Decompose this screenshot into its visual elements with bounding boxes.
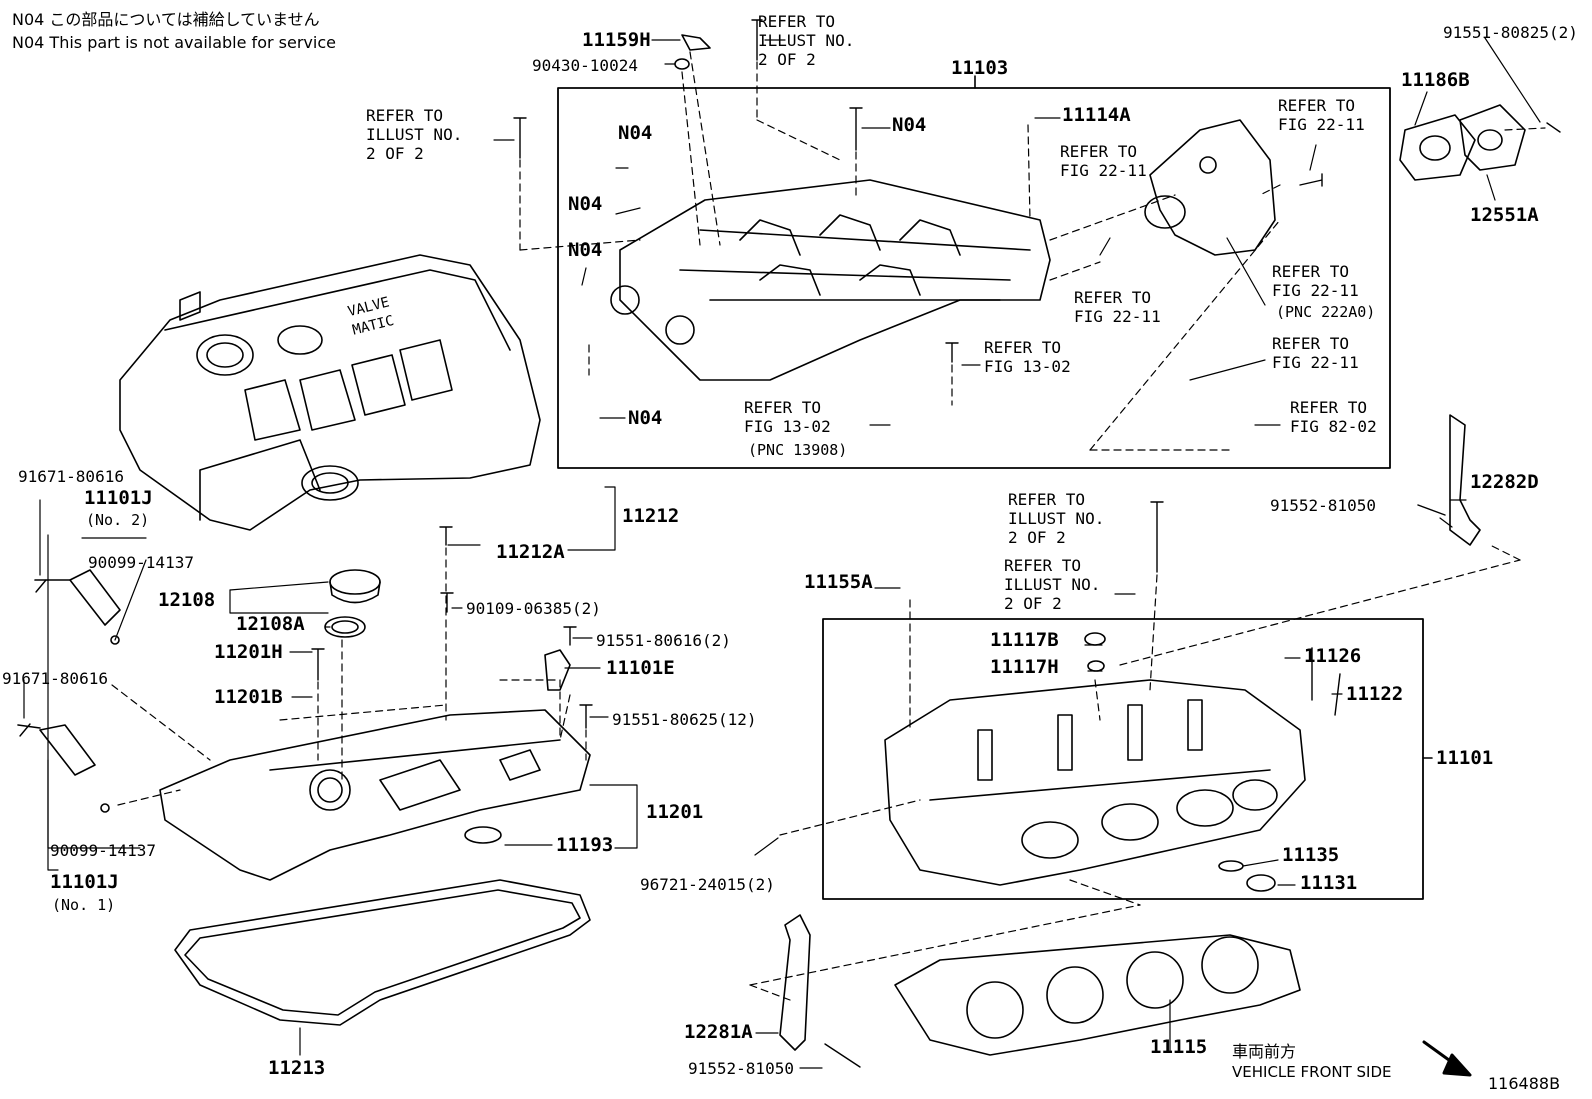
head-cover-gasket-drawing [174, 879, 591, 1026]
part-11131[interactable]: 11131 [1300, 872, 1358, 894]
part-11126[interactable]: 11126 [1304, 645, 1362, 667]
leader-lines [23, 37, 1541, 1069]
cylinder-head-box [822, 618, 1424, 900]
ref-pnc-13908: (PNC 13908) [748, 441, 848, 459]
part-11115[interactable]: 11115 [1150, 1036, 1208, 1058]
part-11101j-no1-sub: (No. 1) [52, 896, 116, 914]
part-11155a[interactable]: 11155A [804, 571, 873, 593]
part-91671-80616-top[interactable]: 91671-80616 [18, 467, 124, 486]
ref-illust-2of2-top[interactable]: REFER TO ILLUST NO. 2 OF 2 [758, 12, 855, 69]
part-11117b[interactable]: 11117B [990, 629, 1059, 651]
bolts-drawing [19, 19, 1561, 1068]
sensor-11101e-drawing [544, 649, 571, 691]
front-arrow-icon [1422, 1040, 1472, 1077]
part-91552-81050-top[interactable]: 91552-81050 [1270, 496, 1376, 515]
part-11101e[interactable]: 11101E [606, 657, 675, 679]
ref-fig-13-02-a[interactable]: REFER TO FIG 13-02 [984, 338, 1071, 376]
part-n04-pin[interactable]: N04 [628, 407, 663, 429]
engine-hanger-12282d-drawing [1449, 414, 1481, 546]
vehicle-front-jp: 車両前方 [1232, 1042, 1297, 1061]
dashed-guides [111, 51, 1546, 1001]
ref-fig-22-11-c[interactable]: REFER TO FIG 22-11 [1272, 262, 1359, 300]
ref-illust-2of2-head-b[interactable]: REFER TO ILLUST NO. 2 OF 2 [1004, 556, 1101, 613]
part-11159h[interactable]: 11159H [582, 29, 651, 51]
ocv-valve-no2-drawing [34, 569, 121, 645]
ref-fig-13-02-b[interactable]: REFER TO FIG 13-02 [744, 398, 831, 436]
part-11101j-no1[interactable]: 11101J [50, 871, 119, 893]
part-11193[interactable]: 11193 [556, 834, 614, 856]
ref-fig-22-11-a[interactable]: REFER TO FIG 22-11 [1278, 96, 1365, 134]
part-12108a[interactable]: 12108A [236, 613, 305, 635]
part-11117h[interactable]: 11117H [990, 656, 1059, 678]
part-91671-80616-bottom[interactable]: 91671-80616 [2, 669, 108, 688]
part-11101j-no2[interactable]: 11101J [84, 487, 153, 509]
ocv-valve-no1-drawing [17, 724, 110, 813]
part-11201b[interactable]: 11201B [214, 686, 283, 708]
part-11201h[interactable]: 11201H [214, 641, 283, 663]
head-gasket-drawing [894, 934, 1301, 1056]
cam-housing-box [557, 87, 1391, 469]
part-n04-cap[interactable]: N04 [618, 122, 653, 144]
part-11122[interactable]: 11122 [1346, 683, 1404, 705]
part-90099-14137-top[interactable]: 90099-14137 [88, 553, 194, 572]
part-11213[interactable]: 11213 [268, 1057, 326, 1079]
seal-11193-drawing [464, 826, 502, 844]
plate-11186b-drawing [1399, 114, 1476, 181]
ref-pnc-222a0: (PNC 222A0) [1276, 303, 1376, 321]
part-n04-plug[interactable]: N04 [568, 239, 603, 261]
timing-cover-drawing [1144, 119, 1276, 256]
ref-fig-82-02[interactable]: REFER TO FIG 82-02 [1290, 398, 1377, 436]
oil-cap-gasket-drawing [324, 616, 366, 638]
part-90430-10024[interactable]: 90430-10024 [532, 56, 638, 75]
note-japanese: N04 この部品については補給していません [12, 10, 320, 29]
part-96721-24015[interactable]: 96721-24015(2) [640, 875, 775, 894]
oil-filler-cap-drawing [329, 569, 381, 595]
ref-illust-2of2-left[interactable]: REFER TO ILLUST NO. 2 OF 2 [366, 106, 463, 163]
part-11101j-no2-sub: (No. 2) [86, 511, 150, 529]
part-91551-80616[interactable]: 91551-80616(2) [596, 631, 731, 650]
head-cover-drawing [159, 709, 591, 881]
cylinder-head-drawing [884, 679, 1306, 886]
diagram-code: 116488B [1488, 1074, 1561, 1093]
ref-fig-22-11-e[interactable]: REFER TO FIG 22-11 [1272, 334, 1359, 372]
ref-fig-22-11-d[interactable]: REFER TO FIG 22-11 [1074, 288, 1161, 326]
part-11212a[interactable]: 11212A [496, 541, 565, 563]
part-90109-06385[interactable]: 90109-06385(2) [466, 599, 601, 618]
engine-hanger-12281a-drawing [779, 914, 811, 1051]
part-n04-bearing[interactable]: N04 [568, 193, 603, 215]
part-91551-80625[interactable]: 91551-80625(12) [612, 710, 757, 729]
ref-illust-2of2-head-a[interactable]: REFER TO ILLUST NO. 2 OF 2 [1008, 490, 1105, 547]
part-12551a[interactable]: 12551A [1470, 204, 1539, 226]
part-11101[interactable]: 11101 [1436, 747, 1494, 769]
part-12281a[interactable]: 12281A [684, 1021, 753, 1043]
part-n04-bolt[interactable]: N04 [892, 114, 927, 136]
ref-fig-22-11-b[interactable]: REFER TO FIG 22-11 [1060, 142, 1147, 180]
part-90099-14137-bottom[interactable]: 90099-14137 [50, 841, 156, 860]
plate-12551a-drawing [1459, 104, 1526, 171]
vehicle-front-en: VEHICLE FRONT SIDE [1232, 1063, 1392, 1081]
cam-housing-drawing [610, 179, 1051, 381]
part-11114a[interactable]: 11114A [1062, 104, 1131, 126]
note-english: N04 This part is not available for servi… [12, 33, 336, 52]
part-11186b[interactable]: 11186B [1401, 69, 1470, 91]
part-91552-81050-bottom[interactable]: 91552-81050 [688, 1059, 794, 1078]
part-11201[interactable]: 11201 [646, 801, 704, 823]
part-12282d[interactable]: 12282D [1470, 471, 1539, 493]
part-91551-80825[interactable]: 91551-80825(2) [1443, 23, 1578, 42]
part-11135[interactable]: 11135 [1282, 844, 1340, 866]
part-11212[interactable]: 11212 [622, 505, 680, 527]
part-11103[interactable]: 11103 [951, 57, 1009, 79]
engine-cover-drawing [119, 254, 541, 531]
part-12108[interactable]: 12108 [158, 589, 216, 611]
